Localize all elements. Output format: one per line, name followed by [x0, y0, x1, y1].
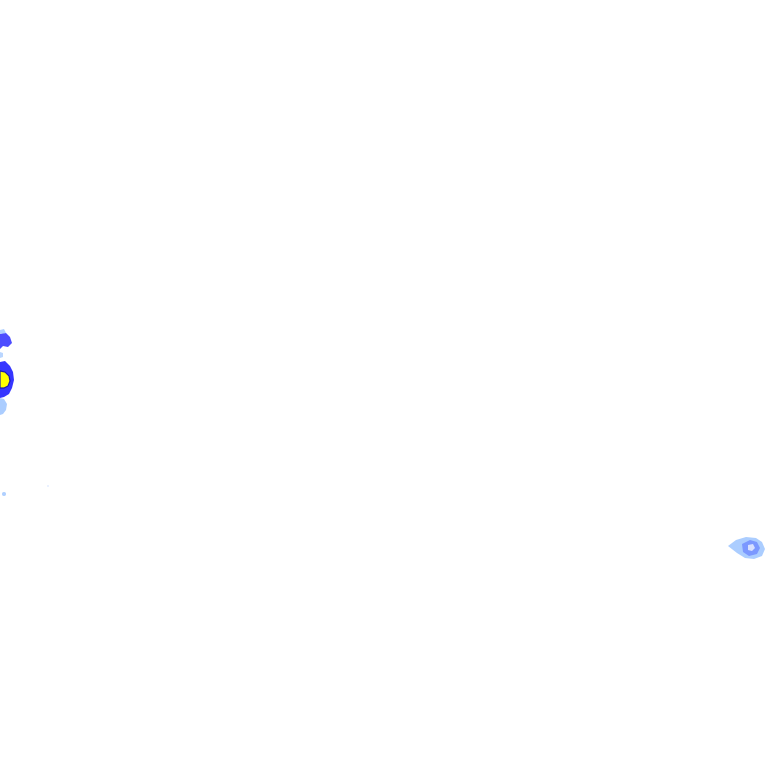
precip-light-blue-top — [0, 329, 6, 334]
precip-blob-highlight — [748, 544, 755, 551]
precip-light-blue-mid — [0, 398, 7, 415]
precip-speck-2 — [47, 485, 49, 487]
precip-speck-1 — [2, 492, 6, 496]
precip-dark-blue-top — [0, 333, 12, 349]
precip-yellow-core — [0, 370, 11, 389]
precipitation-cluster-left — [0, 329, 14, 415]
precip-light-blue-speck — [0, 352, 3, 358]
precipitation-specks-left — [2, 485, 49, 496]
precipitation-blob-right — [728, 537, 765, 559]
